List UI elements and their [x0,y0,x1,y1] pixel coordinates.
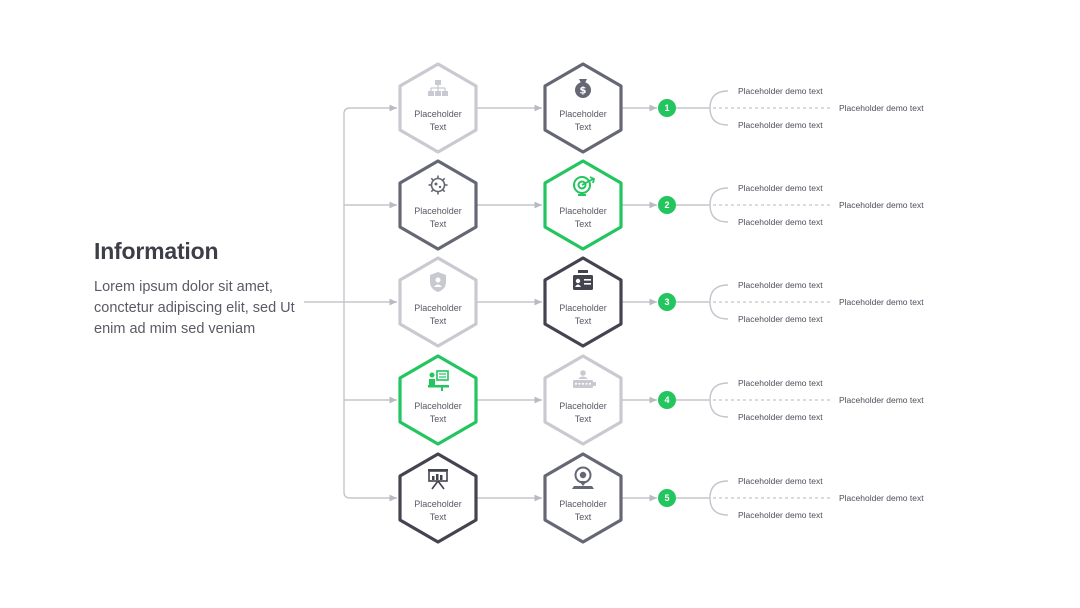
bracket [709,187,729,223]
hex-label: Placeholder [559,206,607,216]
connector-lines [304,107,351,499]
hexagon [543,256,623,348]
demo-text-top: Placeholder demo text [738,476,823,486]
hex-label: Placeholder [414,499,462,509]
step-number: 2 [664,200,669,210]
step-number: 1 [664,103,669,113]
hex-label: Text [430,512,447,522]
hexagon [543,452,623,544]
location-pin-icon [572,466,594,489]
trunk-line [343,107,351,499]
demo-text-bottom: Placeholder demo text [738,120,823,130]
demo-text-bottom: Placeholder demo text [738,412,823,422]
demo-text-top: Placeholder demo text [738,378,823,388]
org-chart-icon [428,80,448,96]
demo-text-bottom: Placeholder demo text [738,510,823,520]
hexagon [398,256,478,348]
virus-icon [428,175,448,195]
step-badge: 4 [658,391,676,409]
hexagon [398,159,478,251]
demo-text-middle: Placeholder demo text [839,395,924,405]
hex-label: Placeholder [414,206,462,216]
hex-label: Placeholder [414,109,462,119]
hex-label: Text [575,512,592,522]
hex-label: Text [575,316,592,326]
hex-label: Placeholder [559,109,607,119]
demo-text-middle: Placeholder demo text [839,103,924,113]
diagram-row: PlaceholderTextPlaceholderText2Placehold… [344,159,924,251]
hexagon [398,354,478,446]
step-number: 5 [664,493,669,503]
hexagon [398,452,478,544]
demo-text-top: Placeholder demo text [738,86,823,96]
hex-label: Text [430,219,447,229]
step-badge: 3 [658,293,676,311]
demo-text-top: Placeholder demo text [738,280,823,290]
info-block: Information Lorem ipsum dolor sit amet, … [94,238,304,340]
svg-text:$: $ [580,86,587,97]
step-badge: 5 [658,489,676,507]
hex-label: Text [575,414,592,424]
demo-text-top: Placeholder demo text [738,183,823,193]
diagram-row: PlaceholderText$PlaceholderText1Placehol… [350,62,924,154]
diagram-row: PlaceholderTextPlaceholderText4Placehold… [344,354,924,446]
money-bag-icon: $ [575,79,591,98]
hex-label: Placeholder [559,303,607,313]
hexagon [398,62,478,154]
info-body: Lorem ipsum dolor sit amet, conctetur ad… [94,279,295,337]
hex-label: Text [430,316,447,326]
step-badge: 2 [658,196,676,214]
team-board-icon [428,370,449,391]
demo-text-middle: Placeholder demo text [839,200,924,210]
shield-user-icon [430,272,446,292]
bracket [709,382,729,418]
demo-text-bottom: Placeholder demo text [738,217,823,227]
hex-label: Placeholder [414,401,462,411]
hex-label: Placeholder [559,401,607,411]
keyboard-user-icon [573,370,596,388]
demo-text-bottom: Placeholder demo text [738,314,823,324]
bracket [709,480,729,516]
diagram-row: PlaceholderTextPlaceholderText3Placehold… [344,256,924,348]
hexagon [543,62,623,154]
diagram-rows: PlaceholderText$PlaceholderText1Placehol… [344,62,924,544]
hex-label: Text [575,122,592,132]
step-number: 4 [664,395,669,405]
bracket [709,90,729,126]
hex-label: Placeholder [414,303,462,313]
target-icon [573,176,596,196]
hex-label: Placeholder [559,499,607,509]
step-badge: 1 [658,99,676,117]
diagram-row: PlaceholderTextPlaceholderText5Placehold… [350,452,924,544]
demo-text-middle: Placeholder demo text [839,493,924,503]
hex-label: Text [430,414,447,424]
bracket [709,284,729,320]
id-card-icon [573,270,593,290]
info-title: Information [94,238,219,264]
presentation-icon [428,469,448,490]
demo-text-middle: Placeholder demo text [839,297,924,307]
hexagon [543,159,623,251]
hexagon [543,354,623,446]
hex-label: Text [575,219,592,229]
hex-label: Text [430,122,447,132]
step-number: 3 [664,297,669,307]
